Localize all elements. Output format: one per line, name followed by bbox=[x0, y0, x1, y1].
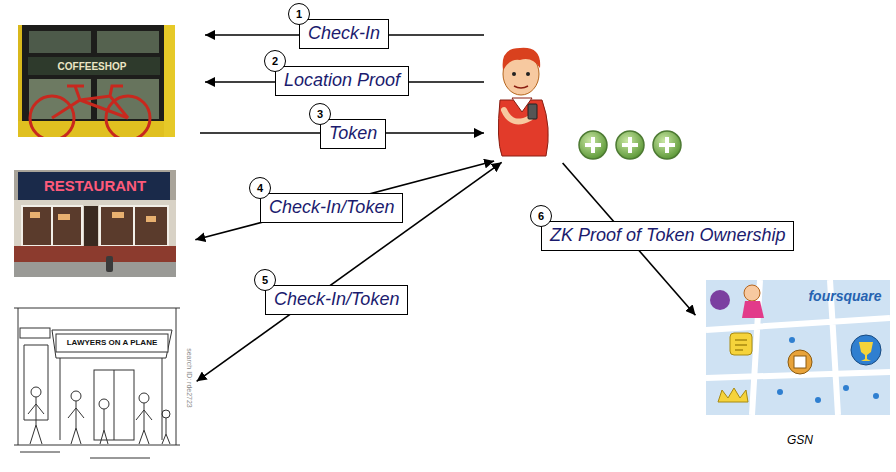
gsn-map bbox=[706, 280, 890, 415]
callout-number: 4 bbox=[249, 177, 271, 199]
edge-label: ZK Proof of Token Ownership bbox=[541, 221, 794, 251]
user-node bbox=[488, 28, 565, 160]
coffeeshop-node: COFFEESHOP bbox=[18, 25, 175, 137]
cartoon-drawing bbox=[12, 300, 182, 467]
callout-number: 2 bbox=[264, 50, 286, 72]
neon-sign: RESTAURANT bbox=[44, 178, 146, 195]
coffeeshop-photo bbox=[18, 25, 175, 137]
restaurant-photo bbox=[14, 170, 176, 277]
edge-label: Check-In bbox=[299, 19, 389, 49]
node-caption: GSN bbox=[787, 434, 813, 447]
callout-number: 6 bbox=[530, 205, 552, 227]
restaurant-node: RESTAURANT bbox=[14, 170, 176, 277]
gsn-node: foursquareGSN bbox=[706, 280, 890, 455]
edge-label: Location Proof bbox=[275, 66, 409, 96]
callout-number: 3 bbox=[309, 103, 331, 125]
edge-label: Check-In/Token bbox=[265, 285, 408, 315]
watermark-text: search ID: rde2723 bbox=[186, 348, 193, 408]
callout-number: 1 bbox=[288, 3, 310, 25]
cartoon-node: LAWYERS ON A PLANE bbox=[12, 300, 182, 467]
token-icon bbox=[579, 131, 681, 159]
logo-text: foursquare bbox=[808, 289, 881, 304]
shop-sign: COFFEESHOP bbox=[58, 61, 127, 72]
user-figure bbox=[498, 48, 548, 156]
edge-label: Check-In/Token bbox=[260, 193, 403, 223]
edge-label: Token bbox=[320, 119, 386, 149]
awning-sign: LAWYERS ON A PLANE bbox=[67, 339, 158, 348]
arrow-connector bbox=[197, 162, 502, 381]
callout-number: 5 bbox=[254, 269, 276, 291]
